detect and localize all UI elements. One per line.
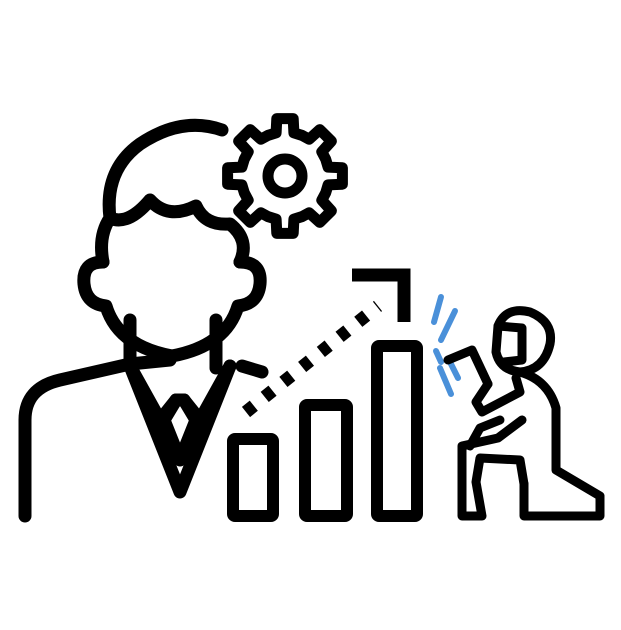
bar-large <box>371 340 423 522</box>
dotted-growth-arrow-icon <box>241 268 411 418</box>
bar-medium <box>299 399 353 522</box>
businessman-icon <box>18 118 269 523</box>
welding-sparks-icon <box>431 294 461 397</box>
bar-chart-icon <box>227 340 423 522</box>
gear-icon <box>222 113 348 239</box>
bar-small <box>227 433 279 522</box>
welder-icon <box>443 306 605 521</box>
